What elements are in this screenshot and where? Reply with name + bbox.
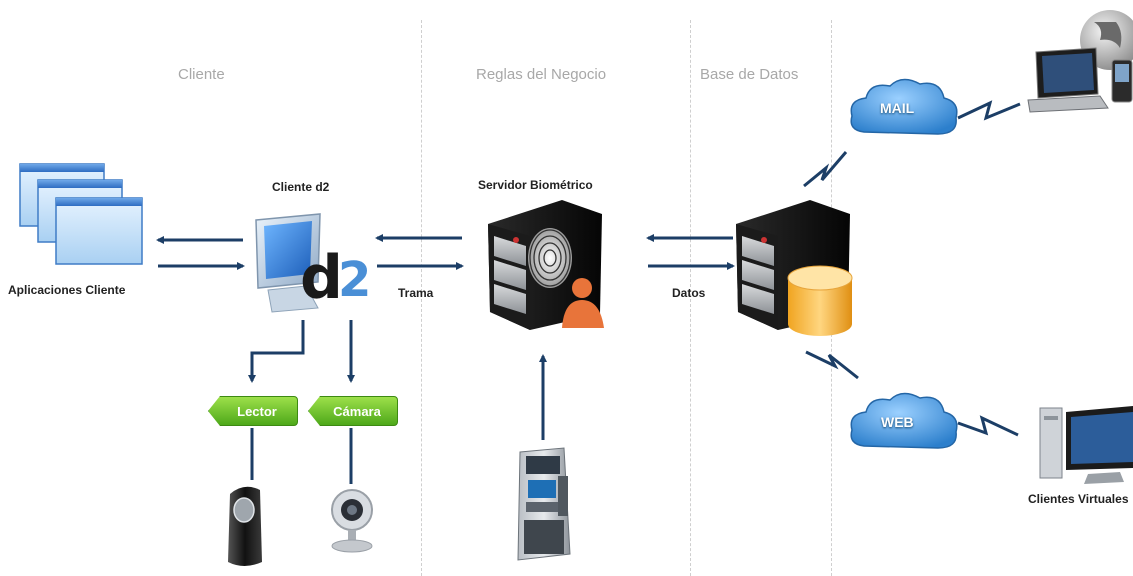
web-cloud-label: WEB <box>881 414 914 430</box>
database-server-icon <box>736 200 853 336</box>
atm-kiosk-icon <box>517 447 571 561</box>
label-trama: Trama <box>398 286 434 300</box>
label-cliente-d2: Cliente d2 <box>272 180 330 194</box>
divider-rules-db <box>690 20 691 576</box>
mail-cloud-icon <box>850 78 958 135</box>
arrow-d2-to-lector <box>248 320 305 383</box>
mail-cloud-label: MAIL <box>880 100 915 116</box>
tag-camara: Cámara <box>308 396 398 426</box>
d2-client-monitor-icon <box>255 213 321 313</box>
webcam-icon <box>331 489 373 553</box>
web-cloud-icon <box>850 392 958 449</box>
application-windows-icon <box>19 163 143 265</box>
d2-logo-2: 2 <box>338 252 372 308</box>
zigzag-web-clients <box>957 415 1019 437</box>
zigzag-db-web <box>805 350 859 380</box>
label-servidor-biometrico: Servidor Biométrico <box>478 178 593 192</box>
label-datos: Datos <box>672 286 706 300</box>
label-clientes-virtuales: Clientes Virtuales <box>1028 492 1129 506</box>
d2-logo-d: d <box>300 243 343 313</box>
biometric-server-icon <box>488 200 604 330</box>
section-base-datos: Base de Datos <box>700 66 799 83</box>
section-reglas-negocio: Reglas del Negocio <box>476 66 607 83</box>
divider-client-rules <box>421 20 422 576</box>
zigzag-db-mail <box>803 151 848 188</box>
laptop-globe-icon <box>1027 10 1133 113</box>
fingerprint-reader-icon <box>228 486 262 566</box>
section-cliente: Cliente <box>178 66 225 83</box>
label-aplicaciones-cliente: Aplicaciones Cliente <box>8 283 126 297</box>
tag-lector: Lector <box>208 396 298 426</box>
virtual-clients-desktop-icon <box>1039 406 1133 484</box>
zigzag-mail-laptop <box>957 100 1021 121</box>
